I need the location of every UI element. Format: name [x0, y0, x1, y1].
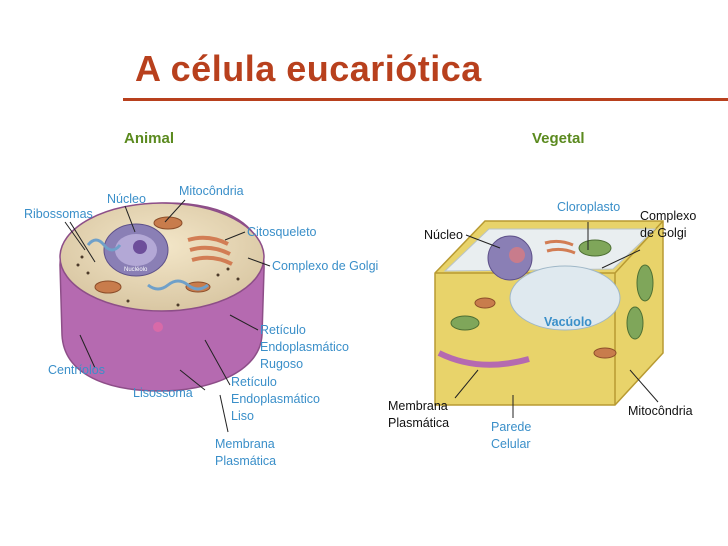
label-animal-lisossoma: Lisossoma — [133, 386, 193, 400]
label-plant-complexo-golgi: Complexo de Golgi — [640, 209, 697, 240]
label-plant-parede: Parede Celular — [491, 420, 532, 451]
label-animal-mitocondria: Mitocôndria — [179, 184, 244, 198]
title-underline — [123, 98, 728, 101]
label-animal-reticulo-rugoso: Retículo Endoplasmático Rugoso — [260, 323, 349, 371]
animal-cell-illustration: Nucléolo — [59, 202, 265, 392]
label-plant-mitocondria: Mitocôndria — [628, 404, 693, 418]
label-animal-ribossomas: Ribossomas — [24, 207, 93, 221]
vegetal-section-title: Vegetal — [532, 130, 585, 147]
label-animal-centriolos: Centríolos — [48, 363, 105, 377]
label-plant-cloroplasto: Cloroplasto — [557, 200, 621, 214]
nucleolo-inner-text: Nucléolo — [124, 267, 148, 273]
label-plant-vacuolo: Vacúolo — [544, 315, 592, 329]
page-title: A célula eucariótica — [135, 48, 482, 89]
label-animal-citoesqueleto: Citosqueleto — [247, 225, 317, 239]
label-animal-nucleo: Núcleo — [107, 192, 146, 206]
label-animal-complexo-golgi: Complexo de Golgi — [272, 259, 379, 273]
label-animal-reticulo-liso: Retículo Endoplasmático Liso — [231, 375, 320, 423]
label-plant-nucleo: Núcleo — [424, 228, 463, 242]
animal-section-title: Animal — [124, 130, 175, 147]
label-animal-membrana: Membrana Plasmática — [215, 437, 277, 468]
label-plant-membrana: Membrana Plasmática — [388, 399, 450, 430]
